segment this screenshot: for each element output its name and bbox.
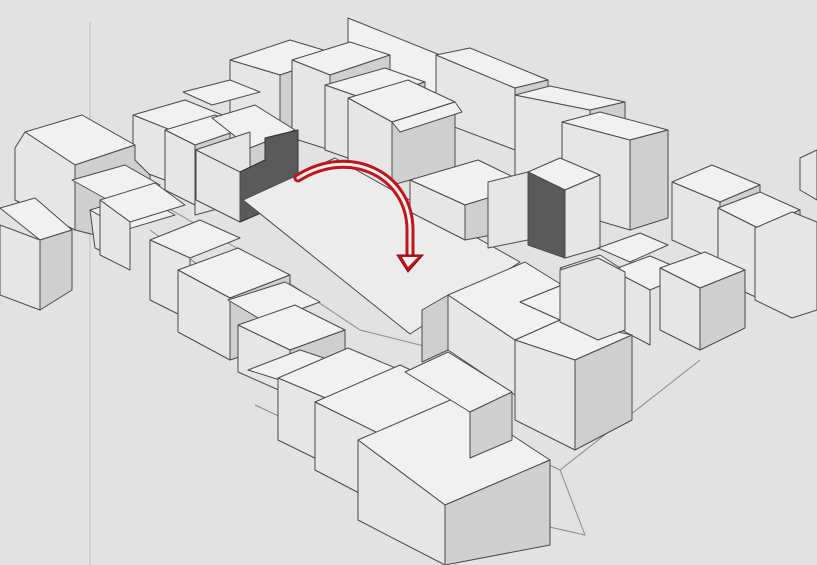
left-front-buildings (149, 219, 346, 396)
back-row-buildings (229, 17, 669, 231)
far-left-buildings (0, 114, 817, 311)
front-center-buildings (421, 257, 633, 451)
middle-buildings (409, 157, 601, 259)
right-buildings (559, 164, 817, 351)
rotate-arrow-icon (293, 159, 425, 273)
front-bottom-buildings (277, 347, 551, 565)
